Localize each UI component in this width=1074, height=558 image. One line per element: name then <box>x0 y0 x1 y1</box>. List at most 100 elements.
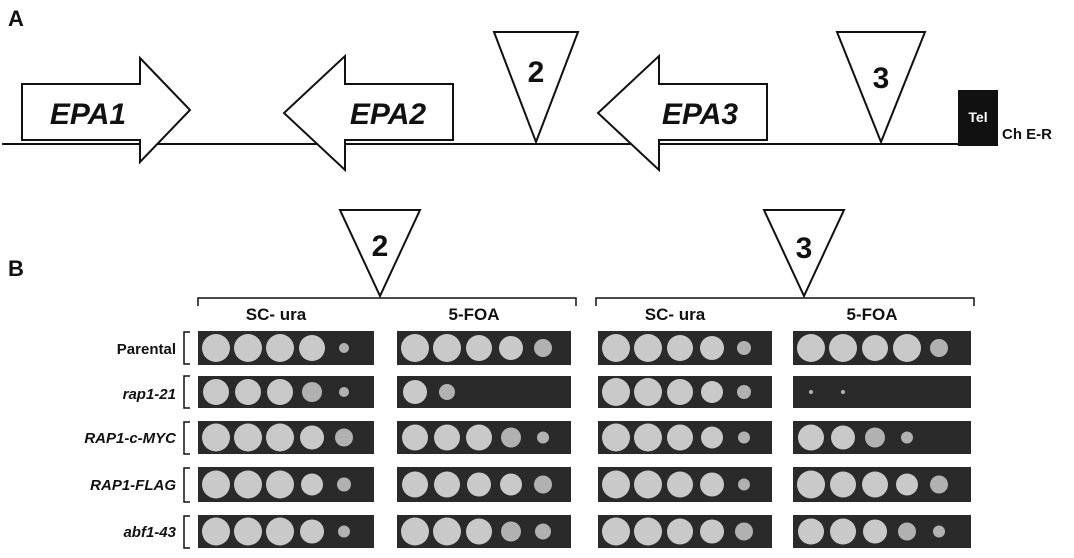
colony-spot <box>433 334 461 362</box>
colony-spot <box>433 517 461 546</box>
colony-spot <box>267 379 293 405</box>
colony-spot <box>339 343 349 353</box>
colony-spot <box>500 473 522 496</box>
panel-a-label: A <box>8 6 24 31</box>
colony-spot <box>701 381 723 403</box>
colony-spot <box>737 341 751 355</box>
colony-spot <box>501 427 521 448</box>
insertion-label-3: 3 <box>873 62 890 95</box>
gene-label-epa1: EPA1 <box>50 98 126 131</box>
colony-spot <box>829 334 857 362</box>
colony-spot <box>701 426 723 449</box>
colony-spot <box>203 379 229 405</box>
colony-spot <box>402 424 428 451</box>
colony-spot <box>901 431 913 444</box>
telomere-label: Tel <box>968 109 987 125</box>
row-brackets <box>183 331 190 549</box>
colony-spot <box>862 335 888 361</box>
colony-spot <box>862 471 888 498</box>
colony-spot <box>602 334 630 362</box>
colony-spot <box>335 428 353 447</box>
insertion-marker-b-2: 2 <box>338 209 422 299</box>
colony-spot <box>266 334 294 362</box>
colony-spot <box>466 335 492 361</box>
colony-spot <box>338 525 350 538</box>
colony-spot <box>667 335 693 361</box>
colony-spot <box>602 470 630 499</box>
colony-spot <box>809 390 813 394</box>
strain-label-abf1-43: abf1-43 <box>123 524 176 541</box>
colony-spot <box>700 336 724 360</box>
colony-spot <box>865 427 885 448</box>
colony-spot <box>339 387 349 397</box>
media-header-sc-ura-2: SC- ura <box>246 305 307 324</box>
colony-spot <box>634 517 662 546</box>
strain-label-parental: Parental <box>117 341 176 358</box>
group-bracket-2 <box>197 297 577 306</box>
colony-spot <box>537 431 549 444</box>
strain-labels: Parental rap1-21 RAP1-c-MYC RAP1-FLAG ab… <box>84 341 177 541</box>
colony-spot <box>798 518 824 545</box>
colony-spot <box>235 379 261 405</box>
colony-spot <box>534 339 552 357</box>
gene-label-epa2: EPA2 <box>350 98 426 131</box>
colony-spot <box>266 423 294 452</box>
gene-arrow-epa1: EPA1 <box>21 55 192 165</box>
colony-spot <box>466 518 492 545</box>
colony-spot <box>933 525 945 538</box>
colony-spot <box>302 382 322 402</box>
group-bracket-3 <box>595 297 975 306</box>
colony-spot <box>737 385 751 399</box>
colony-spot <box>299 335 325 361</box>
colony-spot <box>534 475 552 494</box>
colony-spot <box>439 384 455 400</box>
colony-spot <box>930 475 948 494</box>
insertion-label-b-2: 2 <box>372 230 389 263</box>
colony-spot <box>501 521 521 542</box>
colony-spot <box>667 518 693 545</box>
colony-spot <box>337 477 351 492</box>
colony-spot <box>535 523 551 540</box>
colony-spot <box>797 334 825 362</box>
colony-spot <box>403 380 427 404</box>
colony-spot <box>202 423 230 452</box>
gene-arrow-epa2: EPA2 <box>282 53 454 173</box>
colony-spot <box>634 334 662 362</box>
spot-assay-plates <box>198 331 971 548</box>
colony-spot <box>466 424 492 451</box>
colony-spot <box>735 522 753 541</box>
media-header-sc-ura-3: SC- ura <box>645 305 706 324</box>
colony-spot <box>893 334 921 362</box>
colony-spot <box>401 334 429 362</box>
plate-strip <box>793 376 971 408</box>
colony-spot <box>234 517 262 546</box>
colony-spot <box>300 425 324 450</box>
colony-spot <box>700 519 724 544</box>
colony-spot <box>798 424 824 451</box>
insertion-marker-b-3: 3 <box>762 209 846 299</box>
colony-spot <box>830 471 856 498</box>
colony-spot <box>863 519 887 544</box>
colony-spot <box>898 522 916 541</box>
colony-spot <box>499 336 523 360</box>
colony-spot <box>738 431 750 444</box>
colony-spot <box>234 470 262 499</box>
colony-spot <box>602 378 630 406</box>
colony-spot <box>301 473 323 496</box>
insertion-label-2: 2 <box>528 56 545 89</box>
colony-spot <box>266 517 294 546</box>
colony-spot <box>467 472 491 497</box>
colony-spot <box>202 470 230 499</box>
strain-label-rap1-21: rap1-21 <box>123 386 176 403</box>
colony-spot <box>634 423 662 452</box>
colony-spot <box>634 470 662 499</box>
colony-spot <box>634 378 662 406</box>
colony-spot <box>434 471 460 498</box>
colony-spot <box>300 519 324 544</box>
media-header-5foa-3: 5-FOA <box>847 305 898 324</box>
colony-spot <box>797 470 825 499</box>
colony-spot <box>266 470 294 499</box>
colony-spot <box>841 390 845 394</box>
colony-spot <box>830 518 856 545</box>
colony-spot <box>234 423 262 452</box>
